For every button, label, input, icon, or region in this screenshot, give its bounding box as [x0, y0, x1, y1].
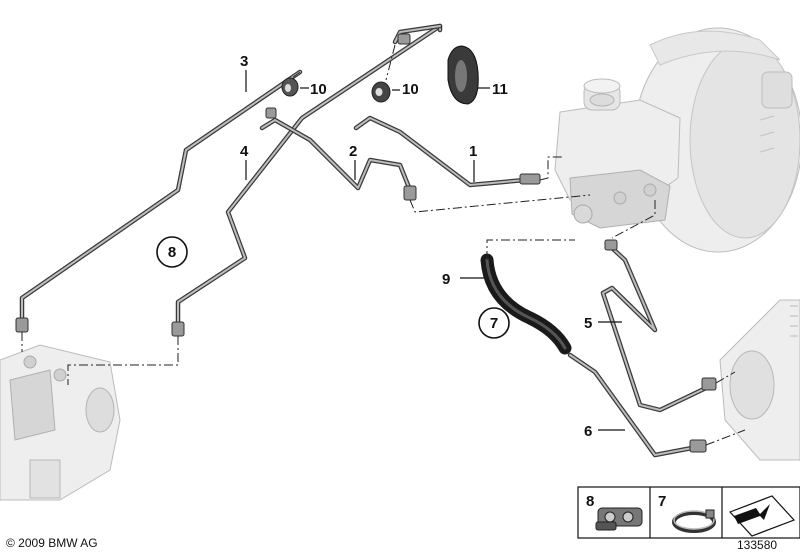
- callout-6: 6: [584, 423, 592, 440]
- hose-clamp-icon: [672, 509, 716, 533]
- brake-pipe-3: [15, 69, 303, 333]
- callout-10-left: 10: [310, 81, 327, 98]
- callout-10-right: 10: [402, 81, 419, 98]
- callout-9: 9: [442, 271, 450, 288]
- brake-cylinder-right: [719, 299, 800, 461]
- legend-label-7: 7: [658, 493, 666, 510]
- arrow-symbol-icon: [728, 495, 796, 537]
- callout-4: 4: [240, 143, 249, 160]
- callout-1: 1: [469, 143, 477, 160]
- grommet-10-left: [281, 77, 299, 97]
- brake-pipe-4: [171, 23, 443, 337]
- circled-callout-7: 7: [478, 307, 510, 339]
- grommet-10-right: [371, 81, 391, 103]
- circled-callout-8: 8: [156, 236, 188, 268]
- svg-text:8: 8: [168, 244, 176, 261]
- grommet-11: [447, 45, 479, 105]
- assembly-lines: [21, 44, 746, 446]
- callout-5: 5: [584, 315, 592, 332]
- callout-11: 11: [492, 81, 508, 98]
- brake-hose-9: [480, 253, 572, 355]
- legend-box: 8 7: [577, 486, 800, 539]
- legend-label-8: 8: [586, 493, 594, 510]
- brake-pipe-6: [567, 352, 707, 458]
- abs-hydraulic-unit: [0, 344, 121, 501]
- brake-pipe-5: [600, 239, 717, 413]
- copyright-text: © 2009 BMW AG: [6, 536, 98, 550]
- master-cylinder: [554, 78, 681, 229]
- brake-pipe-1: [353, 115, 541, 188]
- brake-booster: [633, 27, 800, 253]
- svg-text:7: 7: [490, 315, 498, 332]
- pipe-clip-icon: [595, 507, 643, 531]
- image-number: 133580: [737, 538, 778, 552]
- brake-pipe-2: [259, 107, 417, 201]
- callout-2: 2: [349, 143, 357, 160]
- leader-lines: [245, 70, 625, 431]
- callout-3: 3: [240, 53, 248, 70]
